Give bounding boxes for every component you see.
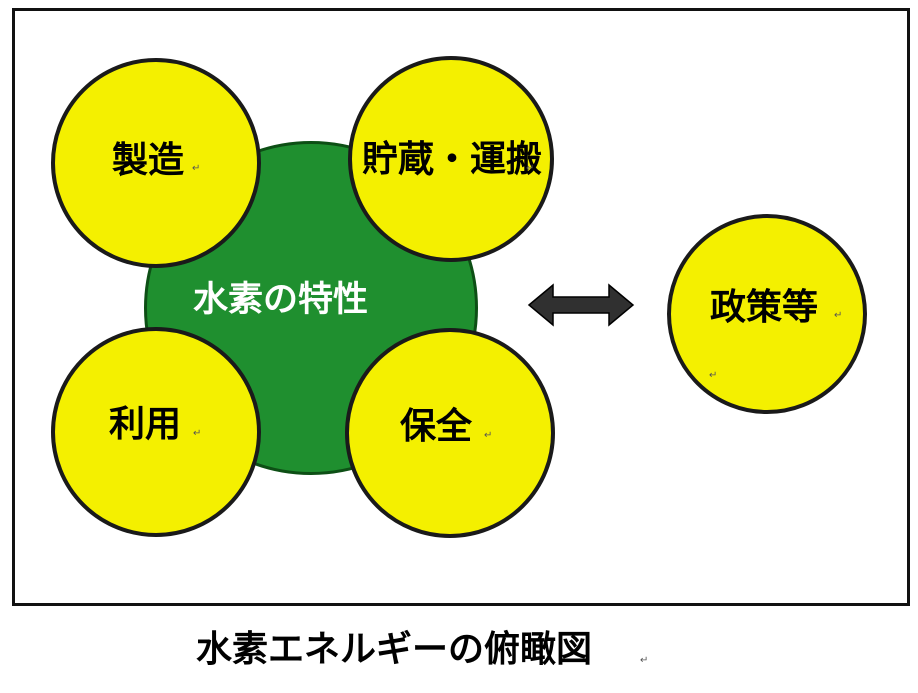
node-label-hozen: 保全: [400, 406, 473, 447]
node-label-riyou: 利用: [109, 404, 182, 445]
node-label-chozo: 貯蔵・運搬: [362, 139, 543, 180]
node-circle-seisaku: [667, 214, 867, 414]
node-label-seisaku: 政策等: [710, 287, 819, 328]
node-circle-riyou: [51, 327, 261, 537]
center-label: 水素の特性: [193, 280, 369, 320]
paragraph-mark-icon: ↵: [709, 370, 718, 381]
node-label-seizou: 製造: [112, 140, 185, 181]
paragraph-mark-icon: ↵: [640, 655, 649, 666]
paragraph-mark-icon: ↵: [484, 430, 493, 441]
double-headed-arrow-icon: [527, 283, 635, 327]
paragraph-mark-icon: ↵: [193, 428, 202, 439]
paragraph-mark-icon: ↵: [834, 310, 843, 321]
node-circle-hozen: [345, 328, 555, 538]
node-circle-seizou: [51, 58, 261, 268]
node-circle-chozo: [348, 56, 554, 262]
paragraph-mark-icon: ↵: [526, 163, 535, 174]
paragraph-mark-icon: ↵: [192, 163, 201, 174]
figure-caption: 水素エネルギーの俯瞰図: [196, 629, 593, 670]
